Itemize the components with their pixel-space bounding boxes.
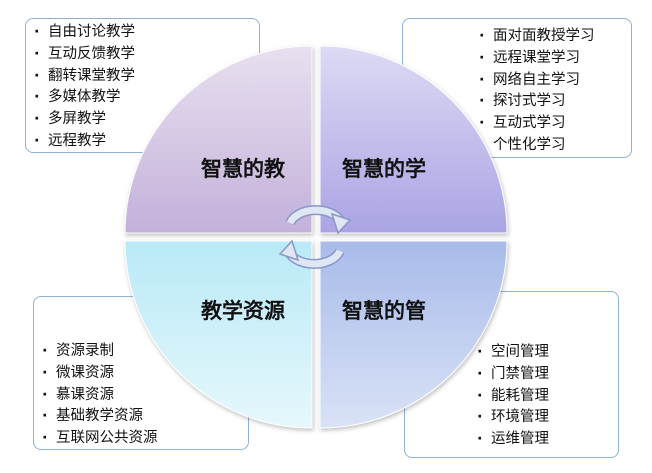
list-item: 能耗管理 xyxy=(477,386,618,408)
quadrant-label-management: 智慧的管 xyxy=(342,299,426,323)
list-resources: 资源录制 微课资源 慕课资源 基础教学资源 互联网公共资源 xyxy=(42,341,248,450)
list-item: 远程课堂学习 xyxy=(479,48,631,70)
list-item: 基础教学资源 xyxy=(42,406,248,428)
list-item: 互动式学习 xyxy=(479,113,631,135)
list-item: 互联网公共资源 xyxy=(42,428,248,450)
list-item: 空间管理 xyxy=(477,342,618,364)
quadrant-management xyxy=(319,240,508,429)
quadrant-label-teaching: 智慧的教 xyxy=(201,157,286,181)
list-item: 多媒体教学 xyxy=(34,87,259,109)
quadrant-learning xyxy=(319,45,508,234)
list-item: 资源录制 xyxy=(42,341,248,363)
list-item: 门禁管理 xyxy=(477,364,618,386)
cycle-arrows-icon xyxy=(285,205,345,269)
quadrant-label-resources: 教学资源 xyxy=(201,299,285,323)
list-item: 运维管理 xyxy=(477,429,618,451)
list-management: 空间管理 门禁管理 能耗管理 环境管理 运维管理 xyxy=(477,342,618,451)
list-item: 面对面教授学习 xyxy=(479,26,631,48)
list-item: 网络自主学习 xyxy=(479,70,631,92)
cycle-arrowheads xyxy=(278,212,352,262)
list-teaching: 自由讨论教学 互动反馈教学 翻转课堂教学 多媒体教学 多屏教学 远程教学 xyxy=(34,22,259,153)
quadrant-resources xyxy=(124,240,313,429)
list-item: 慕课资源 xyxy=(42,385,248,407)
quadrant-teaching xyxy=(124,45,313,234)
list-learning: 面对面教授学习 远程课堂学习 网络自主学习 探讨式学习 互动式学习 个性化学习 xyxy=(479,26,631,157)
list-item: 翻转课堂教学 xyxy=(34,66,259,88)
list-item: 探讨式学习 xyxy=(479,91,631,113)
quadrant-label-learning: 智慧的学 xyxy=(342,157,426,181)
list-item: 多屏教学 xyxy=(34,109,259,131)
list-item: 远程教学 xyxy=(34,131,259,153)
list-item: 环境管理 xyxy=(477,407,618,429)
list-box-learning: 面对面教授学习 远程课堂学习 网络自主学习 探讨式学习 互动式学习 个性化学习 xyxy=(402,18,632,158)
list-item: 微课资源 xyxy=(42,363,248,385)
list-item: 互动反馈教学 xyxy=(34,44,259,66)
list-item: 自由讨论教学 xyxy=(34,22,259,44)
